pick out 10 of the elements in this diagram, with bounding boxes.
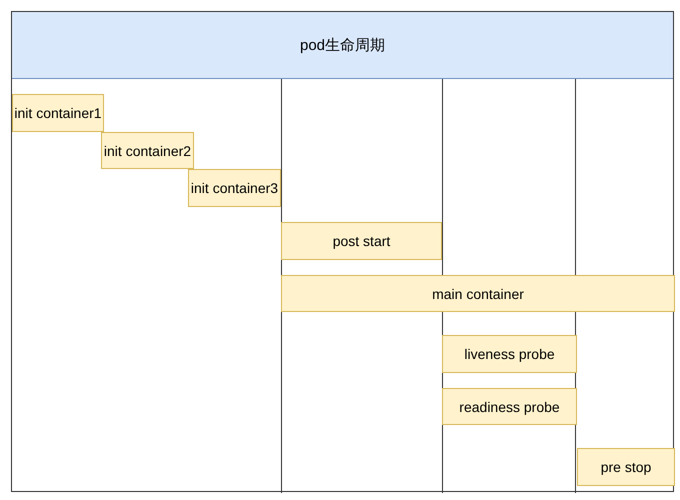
lifecycle-frame bbox=[11, 11, 674, 492]
phase-box: init container2 bbox=[101, 132, 194, 169]
phase-box: init container3 bbox=[188, 169, 281, 207]
header-band: pod生命周期 bbox=[12, 12, 673, 79]
phase-box: main container bbox=[281, 275, 675, 312]
phase-box: pre stop bbox=[577, 448, 675, 486]
phase-box: post start bbox=[281, 222, 442, 260]
phase-box: readiness probe bbox=[442, 388, 577, 425]
phase-box: liveness probe bbox=[442, 335, 577, 373]
phase-box: init container1 bbox=[12, 94, 104, 132]
